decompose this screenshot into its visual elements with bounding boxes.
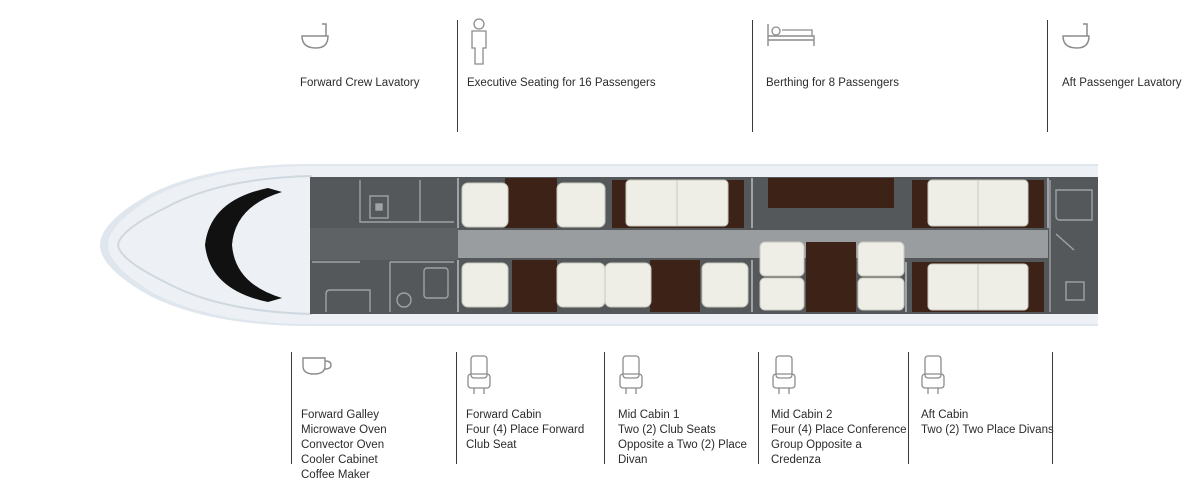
callout-label: Aft Passenger Lavatory [1062, 77, 1182, 89]
person-icon [471, 18, 487, 65]
seating [461, 178, 1044, 312]
callout-label: Forward Galley Microwave Oven Convector … [301, 408, 387, 483]
callout-label: Aft Cabin Two (2) Two Place Divans [921, 408, 1054, 438]
label-line: Cooler Cabinet [301, 454, 378, 466]
callout-label: Executive Seating for 16 Passengers [467, 77, 656, 89]
divider-line [1052, 352, 1053, 464]
seat-icon [619, 355, 643, 394]
callout-label: Mid Cabin 1 Two (2) Club Seats Opposite … [618, 408, 747, 468]
aircraft-floor-plan [100, 164, 1098, 326]
label-line: Mid Cabin 1 [618, 409, 680, 421]
label-line: Two (2) Two Place Divans [921, 424, 1054, 436]
aft-lavatory [1049, 180, 1093, 312]
coffee-cup-icon [302, 357, 332, 375]
label-line: Forward Cabin [466, 409, 542, 421]
seat-icon [921, 355, 945, 394]
seat-icon [467, 355, 491, 394]
label-line: Microwave Oven [301, 424, 387, 436]
label-line: Four (4) Place Conference [771, 424, 907, 436]
callout-label: Forward Crew Lavatory [300, 77, 420, 89]
label-line: Opposite a Two (2) Place [618, 439, 747, 451]
seat-icon [772, 355, 796, 394]
label-line: Group Opposite a [771, 439, 862, 451]
divider-line [752, 20, 753, 132]
aisle [458, 230, 1048, 258]
bed-icon [767, 24, 815, 46]
divider-line [604, 352, 605, 464]
callout-label: Forward Cabin Four (4) Place Forward Clu… [466, 408, 584, 453]
label-line: Divan [618, 454, 648, 466]
divider-line [456, 352, 457, 464]
label-line: Four (4) Place Forward [466, 424, 585, 436]
label-line: Coffee Maker [301, 469, 370, 481]
callout-label: Berthing for 8 Passengers [766, 77, 899, 89]
windshield [205, 188, 282, 302]
forward-galley [312, 180, 454, 312]
label-line: Aft Cabin [921, 409, 969, 421]
label-line: Convector Oven [301, 439, 385, 451]
label-line: Credenza [771, 454, 821, 466]
label-line: Mid Cabin 2 [771, 409, 833, 421]
divider-line [908, 352, 909, 464]
divider-line [1047, 20, 1048, 132]
label-line: Club Seat [466, 439, 517, 451]
divider-line [457, 20, 458, 132]
divider-line [291, 352, 292, 464]
divider-line [758, 352, 759, 464]
label-line: Two (2) Club Seats [618, 424, 716, 436]
sink-icon [1062, 23, 1090, 49]
callout-label: Mid Cabin 2 Four (4) Place Conference Gr… [771, 408, 907, 468]
label-line: Forward Galley [301, 409, 379, 421]
sink-icon [301, 23, 329, 49]
